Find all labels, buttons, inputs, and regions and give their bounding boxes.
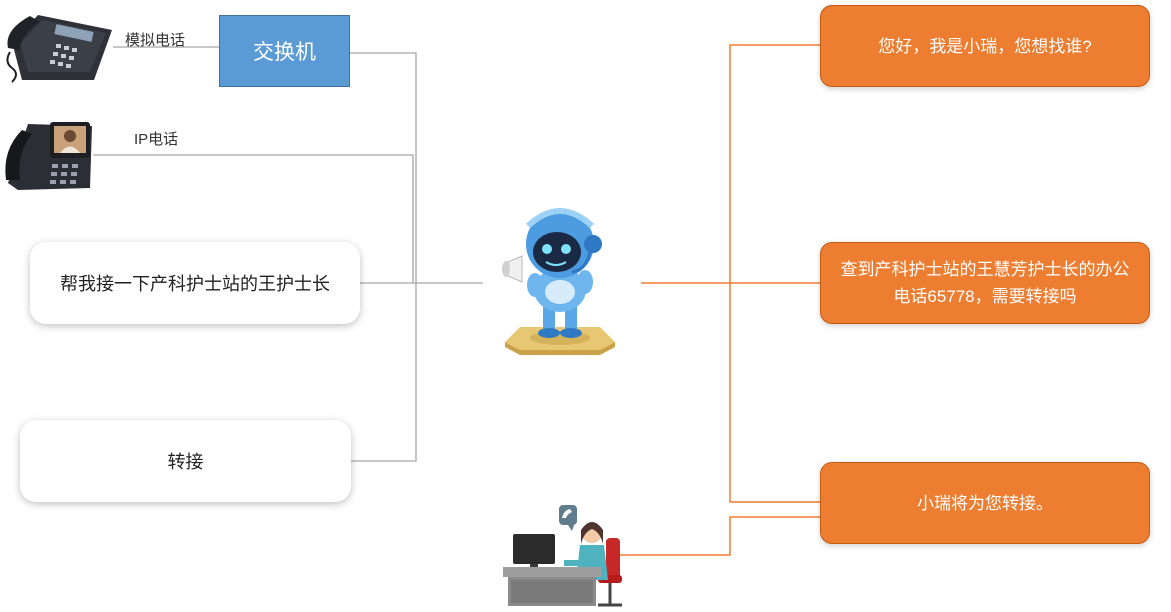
greeting-bubble: 您好，我是小瑞，您想找谁? — [820, 5, 1150, 87]
robot-icon — [502, 208, 615, 355]
operator-icon — [503, 505, 622, 607]
lookup-text: 查到产科护士站的王慧芳护士长的办公电话65778，需要转接吗 — [840, 260, 1130, 306]
transfer-bubble: 转接 — [20, 420, 351, 502]
confirm-text: 小瑞将为您转接。 — [917, 493, 1053, 513]
operator-line — [612, 516, 820, 556]
switch-box: 交换机 — [219, 15, 350, 87]
left-connectors — [93, 46, 483, 462]
transfer-text: 转接 — [167, 452, 204, 472]
greeting-text: 您好，我是小瑞，您想找谁? — [878, 36, 1092, 56]
desk-phone-icon — [6, 15, 112, 83]
ip-phone-line — [93, 154, 414, 283]
ip-phone-label: IP电话 — [134, 131, 179, 148]
confirm-bubble: 小瑞将为您转接。 — [820, 462, 1150, 544]
request-bubble: 帮我接一下产科护士站的王护士长 — [30, 242, 360, 324]
request-text: 帮我接一下产科护士站的王护士长 — [60, 274, 330, 294]
analog-phone-label: 模拟电话 — [125, 32, 186, 49]
left-trunk-line — [350, 52, 417, 462]
switch-label: 交换机 — [253, 41, 316, 64]
lookup-bubble: 查到产科护士站的王慧芳护士长的办公电话65778，需要转接吗 — [820, 242, 1150, 324]
ip-phone-icon — [5, 122, 92, 190]
right-connectors — [612, 44, 820, 556]
right-trunk-line — [729, 44, 820, 503]
